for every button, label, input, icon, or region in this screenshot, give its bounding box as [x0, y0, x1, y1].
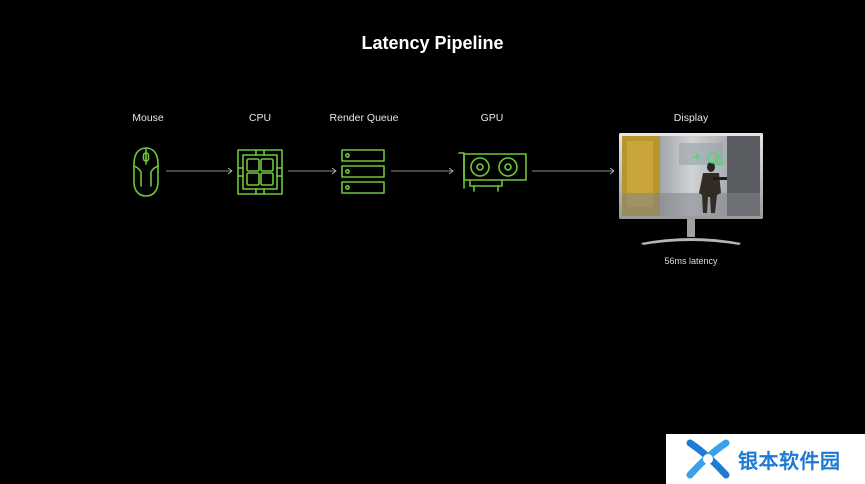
- stage-label-mouse: Mouse: [132, 112, 164, 124]
- watermark-text: 银本软件园: [738, 448, 841, 473]
- arrow-mouse-to-cpu: [166, 167, 233, 175]
- stage-label-cpu: CPU: [248, 112, 272, 124]
- latency-label: 56ms latency: [664, 256, 718, 266]
- stage-label-gpu: GPU: [480, 112, 504, 124]
- stage-label-display: Display: [673, 112, 709, 124]
- watermark-logo-icon: [686, 439, 730, 479]
- arrow-render-queue-to-gpu: [391, 167, 454, 175]
- stage-label-render-queue: Render Queue: [329, 112, 399, 124]
- gpu-icon: [458, 150, 528, 199]
- page-title: Latency Pipeline: [361, 33, 504, 53]
- cpu-icon: [236, 148, 284, 201]
- display-monitor: [619, 133, 765, 252]
- watermark: 银本软件园: [666, 434, 865, 484]
- arrow-cpu-to-render-queue: [288, 167, 337, 175]
- arrow-gpu-to-display: [532, 167, 615, 175]
- mouse-icon: [130, 144, 162, 205]
- render-queue-icon: [340, 148, 386, 201]
